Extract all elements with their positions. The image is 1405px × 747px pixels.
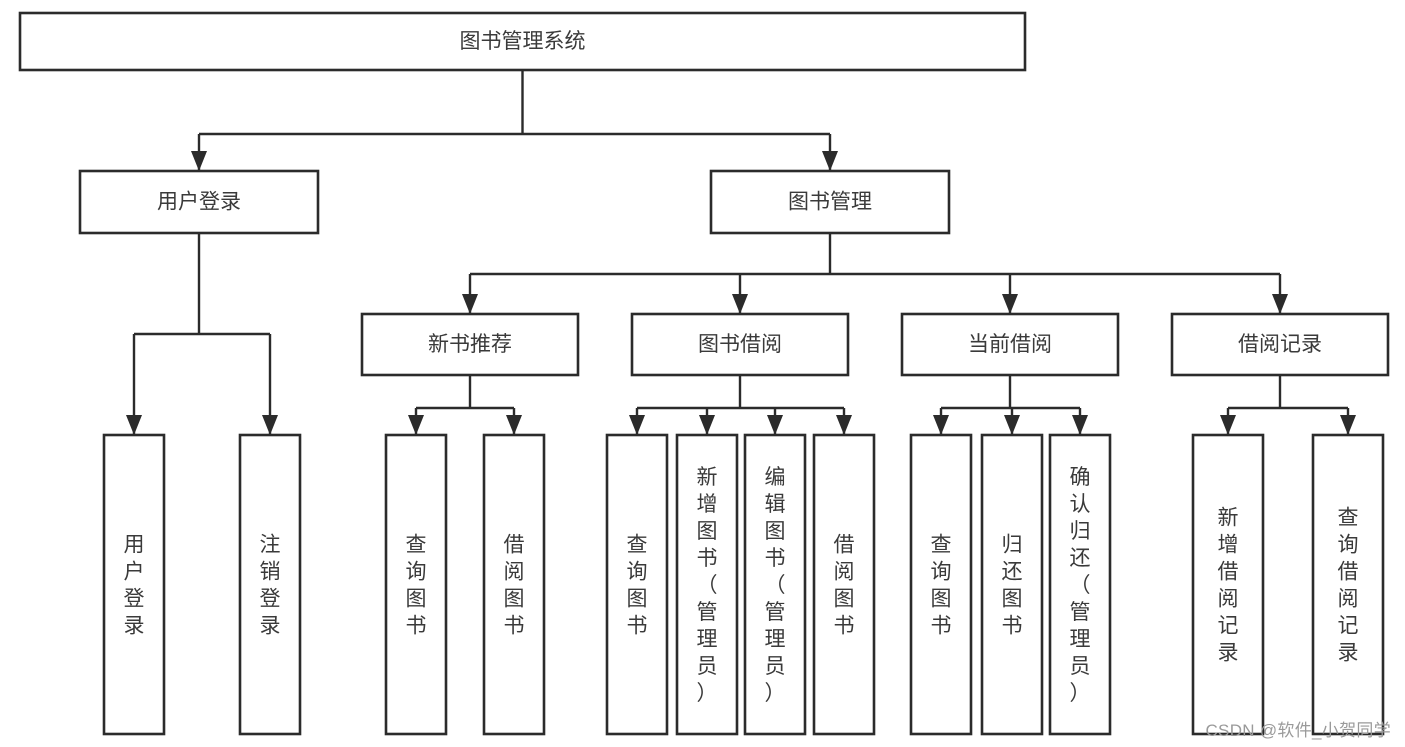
node-leaf-user-login-label: 用户登录 [124,534,145,638]
node-leaf-query-book-1-label: 查询图书 [406,534,427,638]
connectors-layer [126,70,1356,435]
current-borrow-children-arrow [933,415,949,435]
book-manage-children-arrow [732,294,748,314]
node-leaf-return-book[interactable]: 归还图书 [980,433,1044,736]
node-leaf-confirm-return-label: 确认归还（管理员） [1070,466,1091,705]
node-new-book-recommend[interactable]: 新书推荐 [360,312,580,377]
node-leaf-logout-label: 注销登录 [260,534,281,638]
node-leaf-borrow-book-1-box[interactable] [482,433,546,736]
node-current-borrow-box[interactable] [900,312,1120,377]
current-borrow-children-arrow [1004,415,1020,435]
node-new-book-recommend-label: 新书推荐 [428,333,512,356]
csdn-watermark: CSDN @软件_小贺同学 [1205,721,1391,740]
node-leaf-edit-book-label: 编辑图书（管理员） [765,466,786,705]
node-book-manage[interactable]: 图书管理 [709,169,951,235]
node-user-login-label: 用户登录 [157,191,241,214]
user-login-children-arrow [262,415,278,435]
node-leaf-borrow-book-1[interactable]: 借阅图书 [482,433,546,736]
node-leaf-logout[interactable]: 注销登录 [238,433,302,736]
node-borrow-record[interactable]: 借阅记录 [1170,312,1390,377]
node-leaf-borrow-book-2-label: 借阅图书 [834,534,855,638]
book-borrow-children-arrow [836,415,852,435]
node-borrow-record-box[interactable] [1170,312,1390,377]
node-leaf-add-record-box[interactable] [1191,433,1265,736]
node-book-borrow-label: 图书借阅 [698,333,782,356]
node-leaf-query-book-3-label: 查询图书 [931,534,952,638]
node-leaf-query-book-2[interactable]: 查询图书 [605,433,669,736]
node-leaf-confirm-return-box[interactable] [1048,433,1112,736]
book-borrow-children-arrow [699,415,715,435]
node-leaf-query-record[interactable]: 查询借阅记录 [1311,433,1385,736]
node-leaf-query-record-box[interactable] [1311,433,1385,736]
node-current-borrow[interactable]: 当前借阅 [900,312,1120,377]
node-leaf-borrow-book-2[interactable]: 借阅图书 [812,433,876,736]
borrow-record-children-arrow [1340,415,1356,435]
node-leaf-return-book-label: 归还图书 [1002,534,1023,638]
node-root-图书管理系统-box[interactable] [18,11,1027,72]
node-leaf-add-book-label: 新增图书（管理员） [697,466,718,705]
node-leaf-borrow-book-1-label: 借阅图书 [504,534,525,638]
node-leaf-user-login-box[interactable] [102,433,166,736]
node-current-borrow-label: 当前借阅 [968,333,1052,356]
node-book-borrow[interactable]: 图书借阅 [630,312,850,377]
node-leaf-logout-box[interactable] [238,433,302,736]
node-leaf-query-book-1[interactable]: 查询图书 [384,433,448,736]
book-manage-children-arrow [1002,294,1018,314]
current-borrow-children-arrow [1072,415,1088,435]
node-leaf-confirm-return[interactable]: 确认归还（管理员） [1048,433,1112,736]
node-leaf-add-record[interactable]: 新增借阅记录 [1191,433,1265,736]
node-leaf-borrow-book-2-box[interactable] [812,433,876,736]
node-leaf-user-login[interactable]: 用户登录 [102,433,166,736]
borrow-record-children-arrow [1220,415,1236,435]
node-leaf-query-book-2-box[interactable] [605,433,669,736]
nodes-layer: 图书管理系统用户登录图书管理新书推荐图书借阅当前借阅借阅记录用户登录注销登录查询… [18,11,1390,736]
book-borrow-children-arrow [767,415,783,435]
node-book-manage-label: 图书管理 [788,191,872,214]
node-book-manage-box[interactable] [709,169,951,235]
node-leaf-add-record-label: 新增借阅记录 [1218,507,1239,665]
new-book-children-arrow [408,415,424,435]
node-leaf-query-book-2-label: 查询图书 [627,534,648,638]
node-user-login-box[interactable] [78,169,320,235]
node-leaf-add-book[interactable]: 新增图书（管理员） [675,433,739,736]
root-children-arrow [822,151,838,171]
node-leaf-edit-book[interactable]: 编辑图书（管理员） [743,433,807,736]
new-book-children-arrow [506,415,522,435]
node-leaf-edit-book-box[interactable] [743,433,807,736]
node-leaf-query-book-3[interactable]: 查询图书 [909,433,973,736]
node-root-图书管理系统-label: 图书管理系统 [460,30,586,53]
node-root-图书管理系统[interactable]: 图书管理系统 [18,11,1027,72]
user-login-children-arrow [126,415,142,435]
node-new-book-recommend-box[interactable] [360,312,580,377]
node-leaf-add-book-box[interactable] [675,433,739,736]
book-manage-children-arrow [1272,294,1288,314]
book-manage-children-arrow [462,294,478,314]
node-leaf-query-record-label: 查询借阅记录 [1338,507,1359,665]
node-user-login[interactable]: 用户登录 [78,169,320,235]
node-leaf-return-book-box[interactable] [980,433,1044,736]
book-borrow-children-arrow [629,415,645,435]
node-borrow-record-label: 借阅记录 [1238,333,1322,356]
node-leaf-query-book-3-box[interactable] [909,433,973,736]
node-book-borrow-box[interactable] [630,312,850,377]
root-children-arrow [191,151,207,171]
node-leaf-query-book-1-box[interactable] [384,433,448,736]
